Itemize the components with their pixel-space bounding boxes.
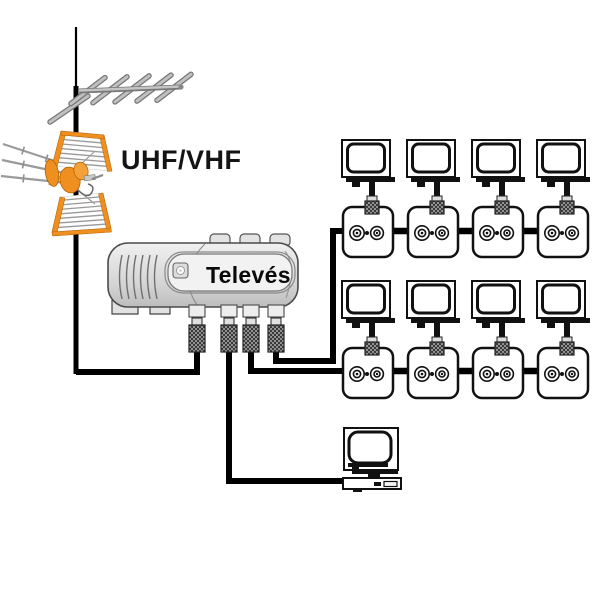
cable-to-row2 [248, 350, 346, 374]
tv-set [535, 279, 592, 357]
uhf-dipole-hub [44, 150, 104, 205]
tv-set [535, 138, 592, 216]
amplifier-port-3 [242, 304, 260, 318]
antenna-feed-cable [76, 350, 200, 375]
brand-plate [167, 253, 293, 292]
amplifier-ribs [118, 254, 158, 300]
tv-row-2 [340, 279, 592, 400]
f-connector-output [220, 317, 238, 353]
floppy-slot [383, 480, 398, 488]
tv-set [405, 279, 462, 357]
uhf-antenna [0, 130, 113, 237]
tv-set [470, 279, 527, 357]
uhf-lower-panel [51, 192, 112, 237]
amplifier-port-1 [188, 304, 206, 318]
status-led [172, 262, 189, 279]
computer-case [342, 477, 402, 490]
tv-set [405, 138, 462, 216]
cable-to-row1 [273, 228, 346, 364]
tv-set [470, 138, 527, 216]
tv-set [340, 138, 397, 216]
f-connector-input [188, 317, 206, 353]
amplifier-port-2 [220, 304, 238, 318]
vhf-yagi-antenna [47, 71, 194, 125]
uhf-upper-panel [51, 130, 113, 172]
f-connector-output [242, 317, 260, 353]
tv-set [340, 279, 397, 357]
computer [342, 427, 402, 492]
cable-to-computer [226, 350, 344, 484]
tv-row-1 [340, 138, 592, 259]
amplifier-port-4 [267, 304, 285, 318]
f-connector-output [267, 317, 285, 353]
amplifier-brand-label: Televés [206, 262, 291, 288]
televes-amplifier: Televés [107, 233, 299, 318]
antenna-band-label: UHF/VHF [121, 145, 242, 175]
